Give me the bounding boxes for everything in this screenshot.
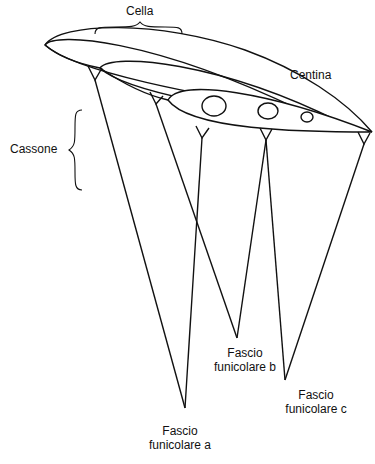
part-label: Cassone <box>10 142 66 156</box>
part-label: Centina <box>290 68 360 82</box>
box-bracket <box>69 110 82 190</box>
suspension-line <box>95 80 185 408</box>
suspension-line <box>156 104 237 338</box>
part-label: Fascio funicolare c <box>276 388 356 416</box>
suspension-line <box>185 138 202 408</box>
suspension-line <box>266 140 285 380</box>
part-label: Cella <box>126 4 186 18</box>
rib-hole <box>258 103 278 119</box>
suspension-line <box>285 144 364 380</box>
suspension-line <box>237 140 266 338</box>
line-attachment <box>196 126 209 138</box>
lower-surface <box>100 68 168 100</box>
line-attachment <box>88 66 102 80</box>
lower-surface <box>45 45 100 68</box>
line-attachment <box>358 132 370 144</box>
line-attachment <box>260 128 272 140</box>
rib-outline <box>168 90 372 132</box>
top-surface <box>45 28 372 132</box>
rib-hole <box>301 112 313 122</box>
rib-hole <box>202 96 226 116</box>
cell-bracket <box>95 22 182 34</box>
part-label: Fascio funicolare a <box>140 424 220 452</box>
part-label: Fascio funicolare b <box>205 346 285 374</box>
line-attachment <box>150 92 163 104</box>
